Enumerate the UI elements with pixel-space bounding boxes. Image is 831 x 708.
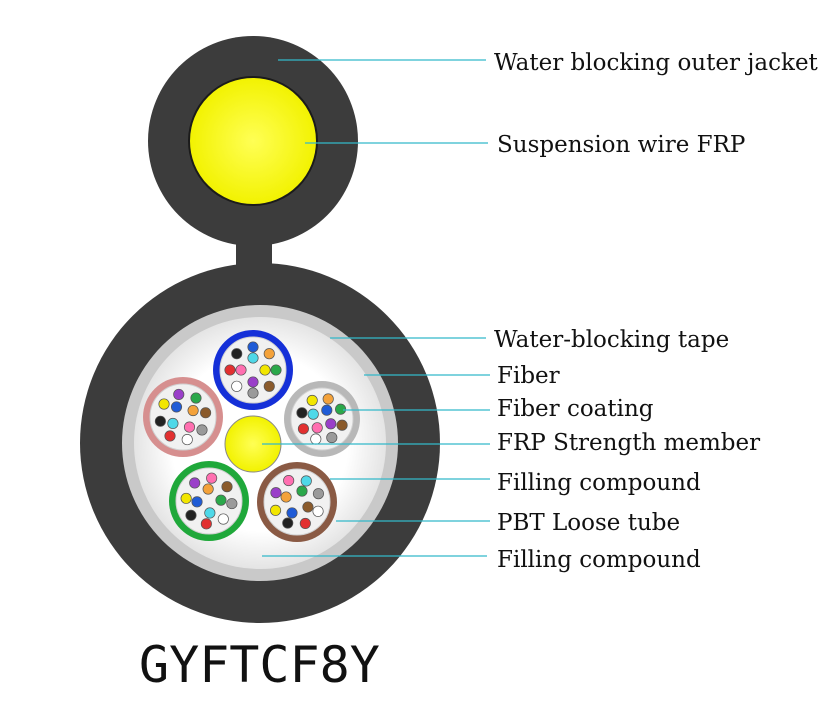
fiber (296, 407, 308, 419)
fiber (270, 364, 282, 376)
fiber (221, 481, 233, 493)
cable-model-title: GYFTCF8Y (139, 636, 380, 694)
fiber (154, 415, 166, 427)
fiber (270, 487, 282, 499)
fiber (231, 348, 243, 360)
fiber (263, 380, 275, 392)
label-fiber-coating: Fiber coating (497, 396, 654, 422)
fiber (189, 477, 201, 489)
fiber (231, 380, 243, 392)
label-water-blocking-tape: Water-blocking tape (494, 327, 729, 353)
fiber (170, 401, 183, 413)
label-filling-compound-inner: Filling compound (497, 470, 701, 496)
fiber (296, 485, 308, 497)
fiber (202, 483, 214, 495)
fiber (191, 496, 203, 508)
fiber (235, 364, 247, 376)
fiber (322, 393, 334, 405)
tube-brown-gel (263, 468, 331, 536)
fiber (200, 407, 212, 419)
fiber (326, 432, 338, 444)
fiber (283, 475, 295, 487)
fiber (204, 507, 216, 519)
fiber (311, 422, 323, 434)
tube-gray-gel (290, 387, 354, 451)
fiber (167, 417, 179, 430)
fiber (226, 498, 238, 510)
fiber (158, 398, 170, 410)
fiber (200, 518, 212, 530)
fiber (306, 394, 318, 406)
fiber (321, 404, 333, 416)
fiber (335, 403, 347, 415)
fiber (215, 494, 227, 506)
fiber (270, 504, 282, 516)
label-suspension-wire: Suspension wire FRP (497, 132, 745, 158)
fiber (187, 404, 199, 417)
fiber (259, 364, 271, 376)
label-outer-jacket: Water blocking outer jacket (494, 50, 819, 76)
fiber (173, 388, 185, 400)
label-pbt-loose-tube: PBT Loose tube (497, 510, 680, 536)
fiber (183, 421, 196, 433)
fiber (336, 419, 348, 431)
fiber (164, 430, 176, 442)
fiber (247, 376, 259, 388)
fiber (190, 392, 202, 404)
fiber (263, 348, 275, 360)
fiber (180, 492, 192, 504)
fiber (282, 517, 294, 529)
suspension-wire-frp (188, 76, 318, 206)
fiber (247, 341, 259, 353)
fiber (312, 488, 324, 500)
fiber (224, 364, 236, 376)
label-filling-compound-outer: Filling compound (497, 547, 701, 573)
label-frp-strength-member: FRP Strength member (497, 430, 760, 456)
fiber (299, 517, 311, 529)
fiber (300, 475, 312, 487)
fiber (181, 434, 193, 446)
fiber (312, 505, 324, 517)
fiber (185, 509, 197, 521)
fiber (196, 424, 208, 436)
fiber (310, 433, 322, 445)
fiber (247, 352, 259, 364)
fiber (297, 423, 309, 435)
fiber (307, 408, 319, 420)
fiber (206, 472, 218, 484)
fiber (325, 418, 337, 430)
label-fiber: Fiber (497, 363, 560, 389)
fiber (280, 491, 292, 503)
loose-tubes (143, 330, 360, 542)
fiber (217, 513, 229, 525)
fiber (247, 387, 259, 399)
fiber (302, 501, 314, 513)
fiber (286, 507, 298, 519)
